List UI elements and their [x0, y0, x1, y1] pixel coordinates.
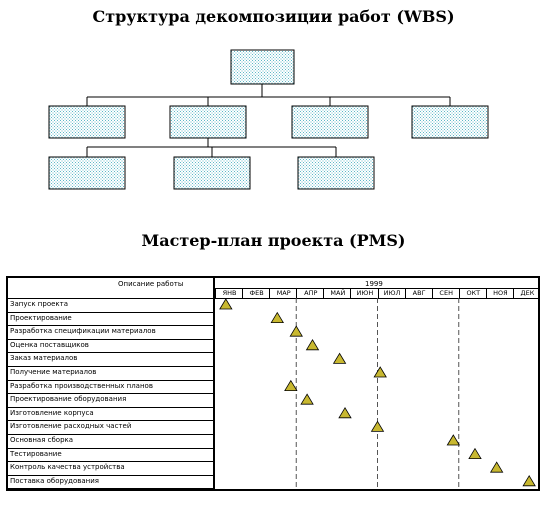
- wbs-box-level2-1: [48, 105, 126, 139]
- task-row: Получение материалов: [8, 366, 213, 381]
- task-label: Получение материалов: [10, 368, 97, 376]
- task-row: Заказ материалов: [8, 352, 213, 367]
- task-label: Разработка производственных планов: [10, 381, 153, 390]
- month-2: МАР: [269, 289, 297, 298]
- wbs-title: Структура декомпозиции работ (WBS): [92, 7, 455, 26]
- wbs-box-level2-3: [291, 105, 369, 139]
- month-7: АВГ: [404, 289, 433, 298]
- wbs-connectors: [86, 84, 451, 157]
- task-label: Тестирование: [10, 449, 62, 458]
- milestone-marker: [370, 420, 385, 432]
- milestone-marker: [332, 352, 347, 364]
- wbs-box-root: [230, 49, 295, 85]
- task-label: Поставка оборудования: [10, 476, 99, 485]
- task-label: Проектирование: [10, 313, 72, 322]
- wbs-diagram: [48, 49, 489, 190]
- milestone-marker: [446, 434, 461, 446]
- task-row: Изготовление корпуса: [8, 407, 213, 422]
- milestone-marker: [270, 311, 284, 324]
- column-header: Описание работы: [118, 280, 184, 288]
- month-11: ДЕК: [512, 289, 541, 298]
- pms-title: Мастер-план проекта (PMS): [141, 231, 406, 250]
- task-column: [8, 278, 215, 489]
- milestone-marker: [305, 339, 320, 351]
- milestone-marker: [468, 447, 482, 460]
- milestone-marker: [489, 461, 504, 473]
- task-row: Разработка производственных планов: [8, 380, 213, 395]
- month-10: НОЯ: [485, 289, 514, 298]
- year-underline: [215, 288, 540, 289]
- milestone-marker: [300, 393, 314, 405]
- task-row: Изготовление расходных частей: [8, 420, 213, 435]
- task-row: Разработка спецификации материалов: [8, 325, 213, 340]
- task-row: Проектирование: [8, 312, 213, 327]
- milestone-marker: [373, 366, 387, 378]
- task-row: Проектирование оборудования: [8, 393, 213, 408]
- task-label: Основная сборка: [10, 436, 74, 444]
- task-label: Изготовление расходных частей: [10, 422, 132, 431]
- milestone-marker: [219, 298, 233, 310]
- year-label: 1999: [365, 280, 383, 288]
- task-row: Контроль качества устройства: [8, 461, 213, 476]
- task-row: Тестирование: [8, 448, 213, 463]
- task-row: Поставка оборудования: [8, 475, 213, 490]
- task-label: Изготовление корпуса: [10, 408, 94, 417]
- milestone-marker: [338, 407, 352, 419]
- task-label: Заказ материалов: [10, 354, 78, 363]
- task-label: Проектирование оборудования: [10, 395, 127, 404]
- task-label: Разработка спецификации материалов: [10, 327, 156, 336]
- month-1: ФЕВ: [242, 289, 270, 298]
- gantt-area: [219, 298, 536, 490]
- header-underline: [8, 298, 540, 299]
- task-row: Запуск проекта: [8, 298, 213, 313]
- wbs-box-level2-4: [411, 105, 489, 139]
- milestone-marker: [289, 325, 303, 337]
- month-4: МАЙ: [323, 289, 351, 298]
- month-5: ИЮН: [350, 289, 378, 298]
- month-3: АПР: [296, 289, 324, 298]
- task-label: Контроль качества устройства: [10, 463, 125, 472]
- month-6: ИЮЛ: [377, 289, 406, 298]
- task-label: Запуск проекта: [10, 300, 69, 308]
- month-9: ОКТ: [458, 289, 487, 298]
- milestone-marker: [522, 475, 536, 487]
- wbs-box-level3-3: [297, 156, 375, 190]
- month-0: ЯНВ: [215, 289, 243, 298]
- wbs-box-level2-2: [169, 105, 247, 139]
- month-8: СЕН: [431, 289, 460, 298]
- wbs-box-level3-1: [48, 156, 126, 190]
- task-label: Оценка поставщиков: [10, 340, 89, 349]
- milestone-marker: [284, 379, 298, 391]
- task-row: Оценка поставщиков: [8, 339, 213, 354]
- task-row: Основная сборка: [8, 434, 213, 449]
- wbs-box-level3-2: [173, 156, 251, 190]
